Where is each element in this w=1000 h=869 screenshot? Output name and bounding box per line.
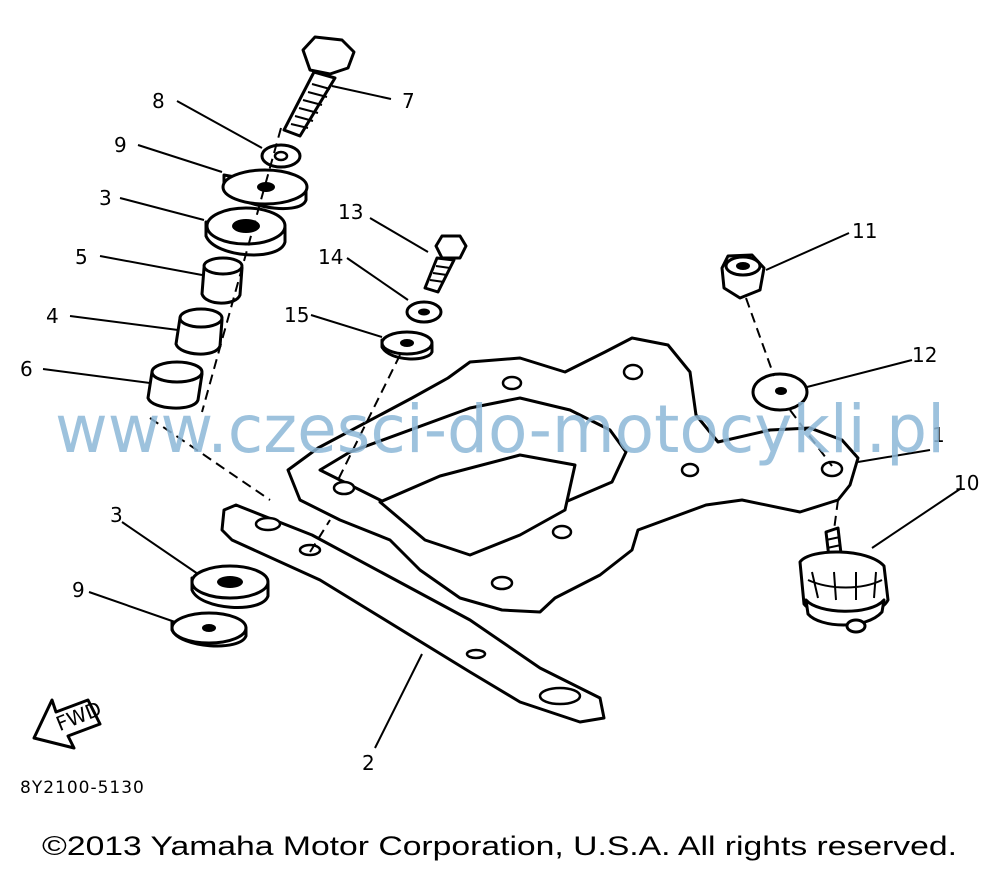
bolt-13	[423, 234, 468, 294]
callout-13: 13	[338, 200, 363, 224]
callout-2: 2	[362, 751, 375, 775]
collar-6	[146, 360, 204, 410]
callout-3-lower: 3	[110, 503, 123, 527]
fwd-arrow-icon: FWD	[32, 696, 105, 750]
washer-9-upper	[221, 168, 309, 210]
callout-12: 12	[912, 343, 937, 367]
callout-4: 4	[46, 304, 59, 328]
callout-8: 8	[152, 89, 165, 113]
callout-10: 10	[954, 471, 979, 495]
callout-7: 7	[402, 89, 415, 113]
plate-2	[220, 503, 606, 724]
washer-12	[751, 372, 809, 412]
callout-14: 14	[318, 245, 343, 269]
callout-9-lower: 9	[72, 578, 85, 602]
collar-4	[174, 307, 224, 356]
nut-11	[720, 253, 766, 300]
callout-1: 1	[932, 423, 945, 447]
callout-6: 6	[20, 357, 33, 381]
callout-9-upper: 9	[114, 133, 127, 157]
callout-11: 11	[852, 219, 877, 243]
mount-damper-10	[798, 526, 890, 634]
damper-3-upper	[204, 206, 287, 257]
callout-3-upper: 3	[99, 186, 112, 210]
bracket-1	[286, 336, 860, 614]
washer-15	[380, 330, 434, 361]
callout-5: 5	[75, 245, 88, 269]
diagram-code: 8Y2100-5130	[20, 778, 145, 798]
washer-8	[260, 143, 302, 169]
leader-lines	[42, 85, 961, 749]
damper-3-lower	[190, 564, 270, 609]
assembly-lines	[149, 127, 839, 553]
callout-numbers: 8 7 9 3 5 4 6 13 14 15 11 12 1 10 3 9 2	[20, 89, 979, 775]
copyright-notice: ©2013 Yamaha Motor Corporation, U.S.A. A…	[42, 831, 957, 861]
bolt-7	[282, 35, 356, 138]
callout-15: 15	[284, 303, 309, 327]
collar-5	[200, 256, 244, 305]
watermark-url: www.czesci-do-motocykli.pl	[55, 391, 945, 468]
washer-9-lower	[170, 611, 248, 648]
lock-washer-14	[405, 300, 443, 324]
